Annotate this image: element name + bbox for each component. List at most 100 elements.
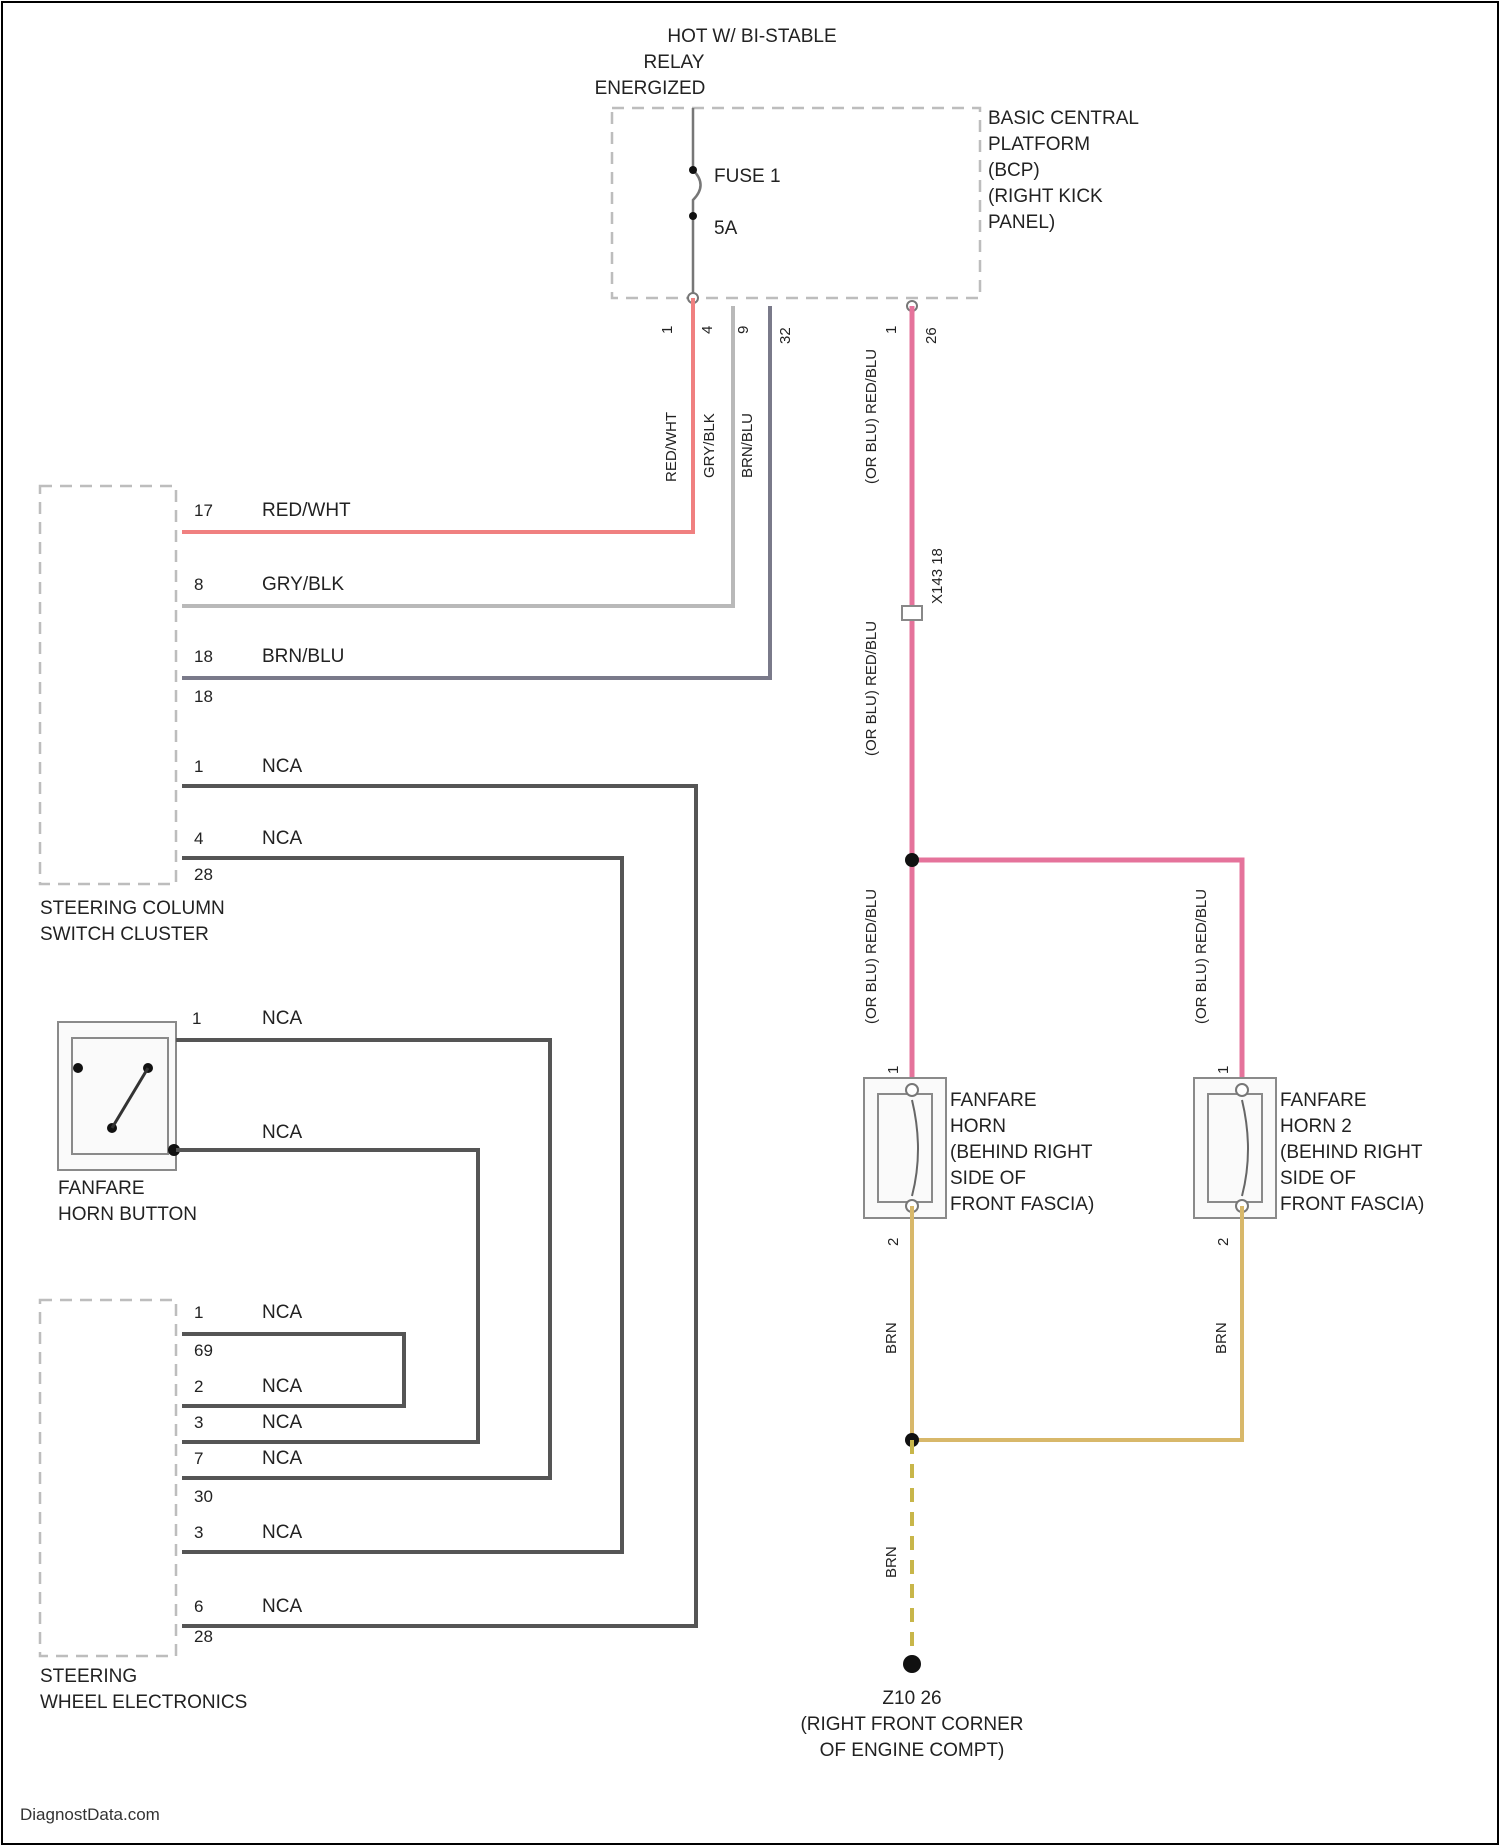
swe-pin-2: 2 [194,1377,203,1396]
switch-contact-a [73,1063,83,1073]
swe-pin-3: 3 [194,1413,203,1432]
swe-pin-7: 7 [194,1449,203,1468]
swe-wire-label-2: NCA [262,1376,302,1397]
bcp-label-2: PLATFORM [988,134,1090,155]
horn2-label-4: SIDE OF [1280,1168,1356,1189]
horn-button-label-2: HORN BUTTON [58,1204,197,1225]
splice-red-blu [905,853,919,867]
swe-wire-label-6: NCA [262,1596,302,1617]
fuse-dot-bottom [689,212,697,220]
pink-wire-color-2: (OR BLU) RED/BLU [863,621,880,756]
bcp-pin-4: 4 [699,326,716,334]
relay-label-2: RELAY [644,52,705,73]
bcp-wire-color-gry-blk: GRY/BLK [701,413,718,478]
fanfare-horn-1: 1 2 FANFARE HORN (BEHIND RIGHT SIDE OF F… [864,1066,1094,1246]
horn1-inner [878,1094,932,1202]
swe-label-1: STEERING [40,1666,137,1687]
horn2-label-3: (BEHIND RIGHT [1280,1142,1423,1163]
pink-wire-color-1: (OR BLU) RED/BLU [863,349,880,484]
horn2-pin-2: 2 [1215,1238,1232,1246]
swe-subpin-28: 28 [194,1627,213,1646]
pink-wire-color-4: (OR BLU) RED/BLU [1193,889,1210,1024]
fanfare-horn-2: 1 2 FANFARE HORN 2 (BEHIND RIGHT SIDE OF… [1194,1066,1424,1246]
brn-label-1: BRN [883,1322,900,1354]
horn1-pin-1: 1 [885,1066,902,1074]
bcp-pin-32: 32 [777,327,794,344]
horn1-label-3: (BEHIND RIGHT [950,1142,1093,1163]
fuse-dot-top [689,166,697,174]
swe-pin-6: 6 [194,1597,203,1616]
inline-connector-x143 [902,606,922,620]
scc-wire-label-1: NCA [262,756,302,777]
wire-nca-scc1-swe6 [182,786,696,1626]
horn1-pin-2: 2 [885,1238,902,1246]
wire-nca-scc4-swe3 [182,858,622,1552]
horn-button-label-1: FANFARE [58,1178,145,1199]
ground-label-1: Z10 26 [882,1688,941,1709]
horn-button-wire-label-1: NCA [262,1008,302,1029]
scc-subpin-28: 28 [194,865,213,884]
horn2-label-1: FANFARE [1280,1090,1367,1111]
scc-wire-label-8: GRY/BLK [262,574,344,595]
bcp-wire-color-brn-blu: BRN/BLU [739,413,756,478]
swe-subpin-69: 69 [194,1341,213,1360]
footer-watermark: DiagnostData.com [20,1805,160,1824]
swe-wire-label-3b: NCA [262,1522,302,1543]
swe-pin-3b: 3 [194,1523,203,1542]
horn2-pin-1: 1 [1215,1066,1232,1074]
swe-wire-label-7: NCA [262,1448,302,1469]
fuse-symbol [689,108,701,298]
fuse-name: FUSE 1 [714,166,781,187]
scc-pin-18: 18 [194,647,213,666]
bcp-wire-color-red-wht: RED/WHT [663,412,680,482]
bcp-label-4: (RIGHT KICK [988,186,1103,207]
fuse-line [693,108,701,298]
bcp-label-1: BASIC CENTRAL [988,108,1139,129]
brn-label-3: BRN [883,1546,900,1578]
pink-wire-color-3: (OR BLU) RED/BLU [863,889,880,1024]
bcp-pin-9: 9 [735,326,752,334]
horn2-inner [1208,1094,1262,1202]
swe-subpin-30: 30 [194,1487,213,1506]
scc-pin-8: 8 [194,575,203,594]
brn-label-2: BRN [1213,1322,1230,1354]
bcp-pin-1: 1 [659,326,676,334]
relay-label-3: ENERGIZED [595,78,706,99]
horn1-label-2: HORN [950,1116,1006,1137]
swe-wire-label-1: NCA [262,1302,302,1323]
scc-pin-4: 4 [194,829,203,848]
horn1-label-4: SIDE OF [950,1168,1026,1189]
horn2-label-2: HORN 2 [1280,1116,1352,1137]
scc-wire-label-17: RED/WHT [262,500,351,521]
swe-label-2: WHEEL ELECTRONICS [40,1692,247,1713]
scc-pin-17: 17 [194,501,213,520]
ground-label-3: OF ENGINE COMPT) [820,1740,1005,1761]
steering-wheel-electronics: STEERING WHEEL ELECTRONICS 1 NCA 69 2 NC… [40,1300,302,1713]
horn1-terminal-1 [906,1084,918,1096]
wire-nca-button1-swe7 [176,1040,550,1478]
wire-red-wht [182,298,693,532]
scc-label-1: STEERING COLUMN [40,898,225,919]
scc-wire-label-4: NCA [262,828,302,849]
wire-brn-horn2 [912,1206,1242,1440]
swe-pin-1: 1 [194,1303,203,1322]
wire-nca-button2-swe3 [176,1150,478,1442]
bcp-pin-26: 26 [923,327,940,344]
bcp-pin-1b: 1 [883,326,900,334]
swe-outline [40,1300,176,1656]
bcp-label-3: (BCP) [988,160,1040,181]
horn2-terminal-1 [1236,1084,1248,1096]
ground-label-2: (RIGHT FRONT CORNER [800,1714,1023,1735]
swe-wire-label-3: NCA [262,1412,302,1433]
horn-button-pin-1: 1 [192,1009,201,1028]
horn2-label-5: FRONT FASCIA) [1280,1194,1424,1215]
horn-button-wire-label-2: NCA [262,1122,302,1143]
scc-subpin-18: 18 [194,687,213,706]
fuse-rating: 5A [714,218,738,239]
scc-outline [40,486,176,884]
bcp-label-5: PANEL) [988,212,1055,233]
ground-point [903,1655,921,1673]
steering-column-switch-cluster: STEERING COLUMN SWITCH CLUSTER 17 RED/WH… [40,486,351,945]
